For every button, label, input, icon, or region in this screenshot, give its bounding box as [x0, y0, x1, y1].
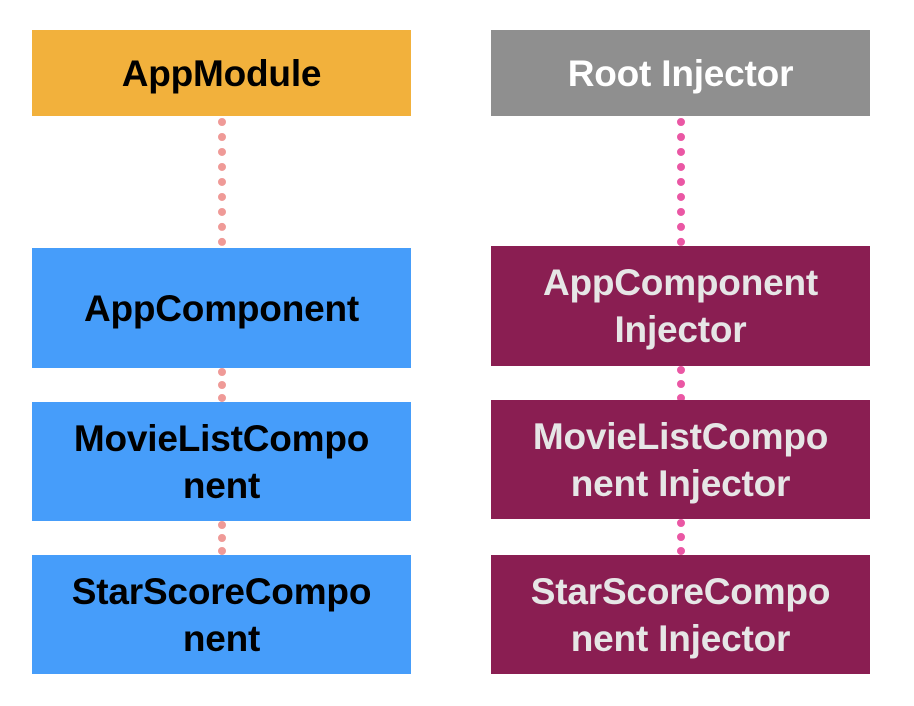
root-injector-box: Root Injector [491, 30, 870, 116]
connector-app-to-movielist [218, 368, 226, 402]
movie-list-component-injector-label: MovieListCompo nent Injector [532, 415, 829, 504]
connector-app-to-movielist-injector [677, 366, 685, 402]
movie-list-component-label: MovieListCompo nent [73, 417, 370, 506]
movie-list-component-injector-box: MovieListCompo nent Injector [491, 400, 870, 519]
connector-movielist-to-starscore [218, 521, 226, 555]
connector-module-to-app [218, 118, 226, 246]
app-component-label: AppComponent [83, 287, 360, 329]
app-module-label: AppModule [121, 52, 322, 94]
app-component-injector-box: AppComponent Injector [491, 246, 870, 366]
star-score-component-label: StarScoreCompo nent [71, 570, 372, 659]
star-score-component-injector-label: StarScoreCompo nent Injector [530, 570, 831, 659]
app-component-injector-label: AppComponent Injector [542, 262, 819, 350]
star-score-component-injector-box: StarScoreCompo nent Injector [491, 555, 870, 674]
connector-movielist-to-starscore-injector [677, 519, 685, 555]
app-component-box: AppComponent [32, 248, 411, 368]
connector-root-to-app-injector [677, 118, 685, 246]
movie-list-component-box: MovieListCompo nent [32, 402, 411, 521]
star-score-component-box: StarScoreCompo nent [32, 555, 411, 674]
root-injector-label: Root Injector [567, 52, 794, 94]
app-module-box: AppModule [32, 30, 411, 116]
